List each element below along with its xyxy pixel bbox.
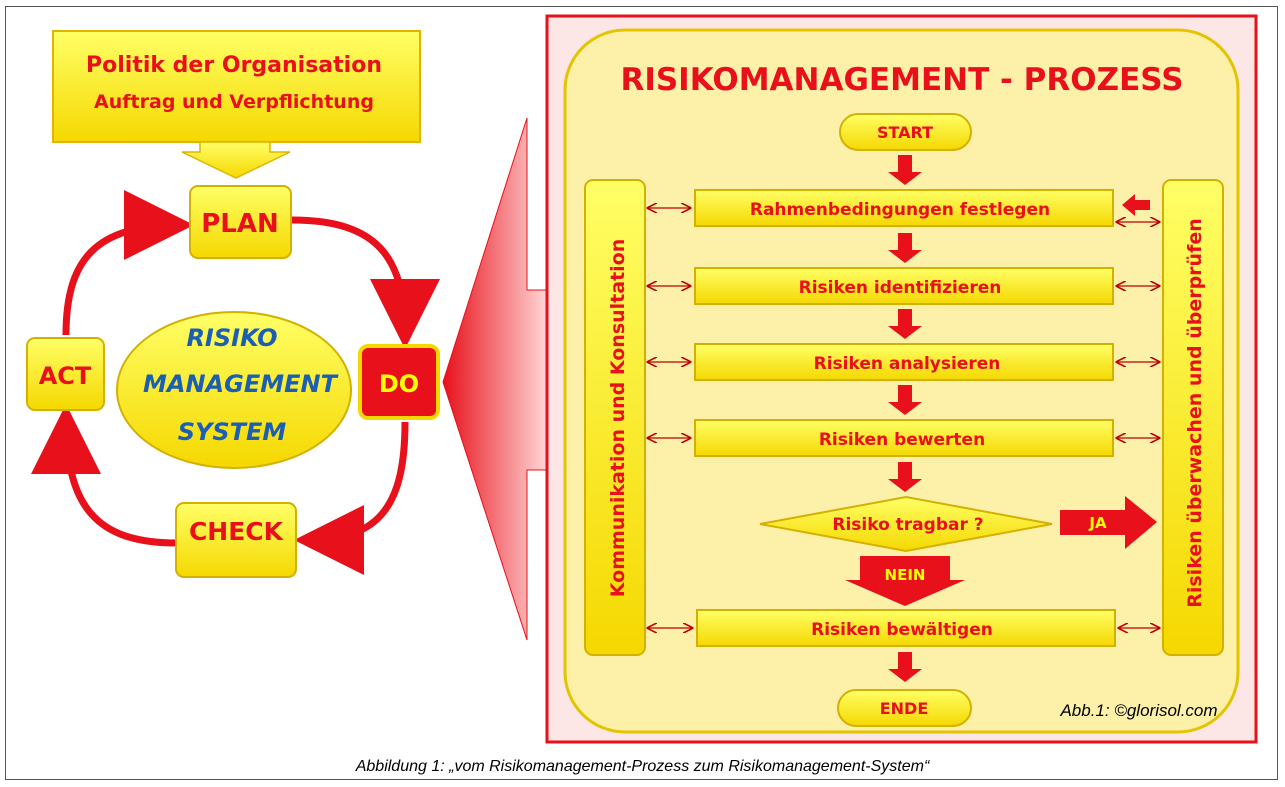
flow-arrow-5 — [888, 462, 922, 492]
flow-arrow-3 — [888, 309, 922, 339]
end-label: ENDE — [880, 699, 929, 718]
yes-arrow: JA — [1060, 496, 1157, 549]
do-to-check-arrow — [294, 421, 409, 575]
right-bar — [1162, 179, 1224, 656]
left-bar-label: Kommunikation und Konsultation — [607, 239, 629, 598]
step-framework: Rahmenbedingungen festlegen — [694, 189, 1114, 227]
flow-arrow-6 — [888, 652, 922, 682]
do-box: DO — [358, 344, 440, 420]
credit-label: Abb.1: ©glorisol.com — [1059, 701, 1217, 720]
start-label: START — [877, 123, 933, 142]
plan-label: PLAN — [201, 209, 279, 239]
flow-arrow-2 — [888, 233, 922, 263]
connectors — [648, 208, 1159, 628]
check-to-act-arrow — [31, 404, 177, 547]
zoom-funnel — [442, 117, 548, 641]
step-analyze: Risiken analysieren — [694, 343, 1114, 381]
step-identify-label: Risiken identifizieren — [799, 278, 1002, 298]
plan-to-do-arrow — [291, 216, 440, 349]
step-analyze-label: Risiken analysieren — [814, 354, 1001, 374]
end-terminal: ENDE — [837, 689, 972, 727]
policy-box: Politik der Organisation Auftrag und Ver… — [52, 30, 421, 143]
center-ellipse: RISIKO MANAGEMENT SYSTEM — [116, 311, 352, 469]
decision-diamond: Risiko tragbar ? — [759, 495, 1053, 553]
left-bar — [584, 179, 646, 656]
act-to-plan-arrow — [62, 190, 194, 336]
flow-arrows — [888, 155, 1150, 682]
step-treat-label: Risiken bewältigen — [811, 620, 993, 640]
right-bar-label: Risiken überwachen und überprüfen — [1184, 218, 1206, 608]
policy-title: Politik der Organisation — [86, 53, 382, 78]
step-treat: Risiken bewältigen — [696, 609, 1116, 647]
check-label: CHECK — [189, 517, 285, 546]
step-evaluate: Risiken bewerten — [694, 419, 1114, 457]
no-arrow: NEIN — [845, 556, 965, 606]
step-identify: Risiken identifizieren — [694, 267, 1114, 305]
yes-label: JA — [1088, 514, 1107, 532]
policy-down-arrow — [181, 141, 291, 179]
center-line3: SYSTEM — [178, 418, 287, 446]
act-label: ACT — [39, 362, 92, 390]
plan-box: PLAN — [189, 185, 292, 259]
flow-arrow-1 — [888, 155, 922, 185]
center-line1: RISIKO — [186, 324, 277, 352]
start-terminal: START — [839, 113, 972, 151]
process-title: RISIKOMANAGEMENT - PROZESS — [620, 62, 1183, 98]
feedback-arrow — [1122, 194, 1150, 216]
step-framework-label: Rahmenbedingungen festlegen — [750, 200, 1050, 220]
do-label: DO — [379, 370, 419, 398]
flow-arrow-4 — [888, 385, 922, 415]
decision-label: Risiko tragbar ? — [832, 515, 983, 535]
policy-subtitle: Auftrag und Verpflichtung — [94, 91, 374, 113]
center-line2: MANAGEMENT — [143, 370, 339, 398]
figure-frame — [5, 6, 1278, 780]
check-box: CHECK — [175, 502, 297, 578]
step-evaluate-label: Risiken bewerten — [819, 430, 985, 450]
no-label: NEIN — [885, 566, 926, 584]
figure-caption: Abbildung 1: „vom Risikomanagement-Proze… — [355, 758, 930, 775]
act-box: ACT — [26, 337, 105, 411]
